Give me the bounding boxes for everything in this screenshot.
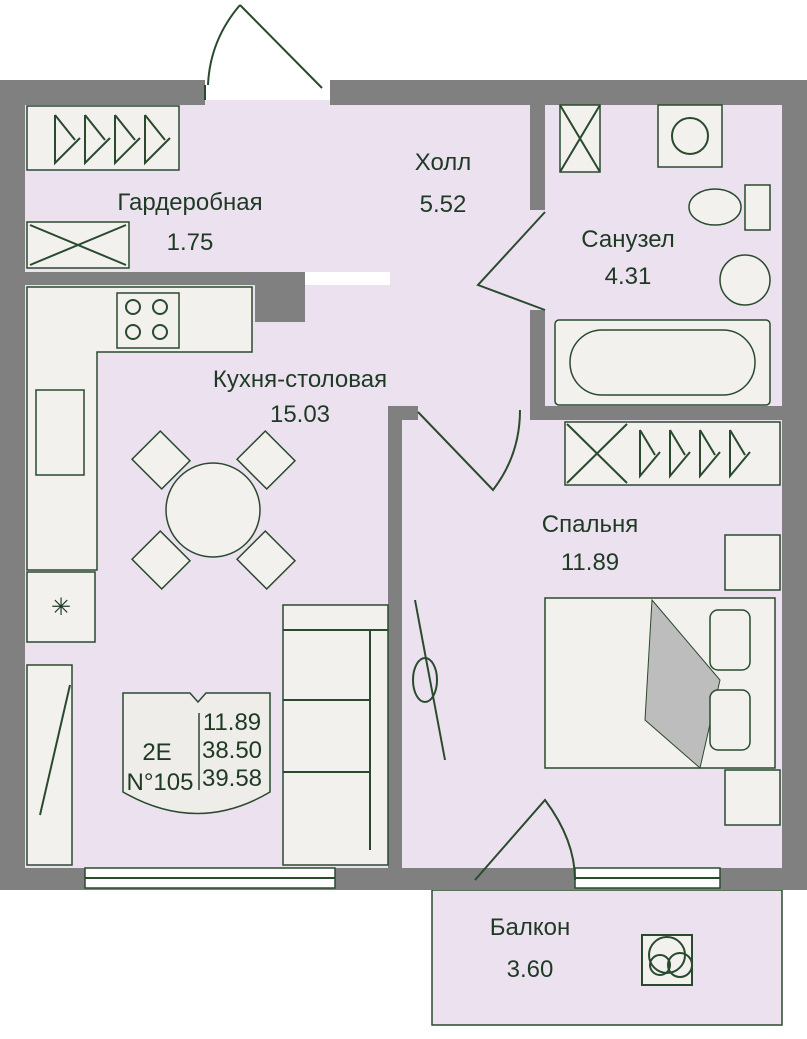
svg-text:✳: ✳	[51, 594, 71, 621]
windows	[84, 867, 721, 889]
room-area: 15.03	[270, 401, 330, 428]
sofa	[282, 604, 389, 866]
entrance-door	[204, 4, 323, 100]
balcony-door	[474, 798, 576, 881]
furniture: ✳	[26, 104, 781, 986]
room-area: 4.31	[605, 263, 652, 290]
toilet-icon	[744, 184, 771, 231]
room-labels: Гардеробная 1.75 Холл 5.52 Санузел 4.31 …	[117, 149, 674, 983]
bedroom-door	[417, 409, 521, 492]
doors	[204, 4, 576, 881]
room-area: 1.75	[167, 229, 214, 256]
hanger-icon	[54, 114, 171, 166]
kitchen-counter	[26, 286, 253, 571]
total-with-balcony: 39.58	[202, 765, 262, 792]
sink-icon	[35, 389, 85, 476]
stove-icon	[116, 292, 180, 349]
apartment-type: 2E	[142, 739, 171, 766]
room-name: Кухня-столовая	[213, 366, 387, 393]
tv-kitchen	[26, 664, 73, 866]
room-name: Спальня	[542, 511, 638, 538]
room-area: 3.60	[507, 956, 554, 983]
hanger-icon	[639, 429, 751, 479]
bathroom-door	[476, 211, 546, 311]
apartment-badge: 2E N°105 11.89 38.50 39.58	[122, 692, 271, 815]
room-name: Гардеробная	[117, 189, 262, 216]
room-name: Холл	[415, 149, 472, 176]
bathroom-washer	[657, 104, 723, 168]
room-name: Санузел	[581, 226, 675, 253]
living-area: 11.89	[203, 709, 261, 736]
dining-table	[130, 429, 297, 591]
room-name: Балкон	[490, 914, 570, 941]
room-area: 11.89	[561, 549, 619, 576]
apartment-number: N°105	[127, 769, 194, 796]
total-area: 38.50	[202, 737, 262, 764]
plant-icon	[641, 934, 693, 986]
fridge-icon	[26, 571, 96, 643]
room-area: 5.52	[420, 191, 467, 218]
